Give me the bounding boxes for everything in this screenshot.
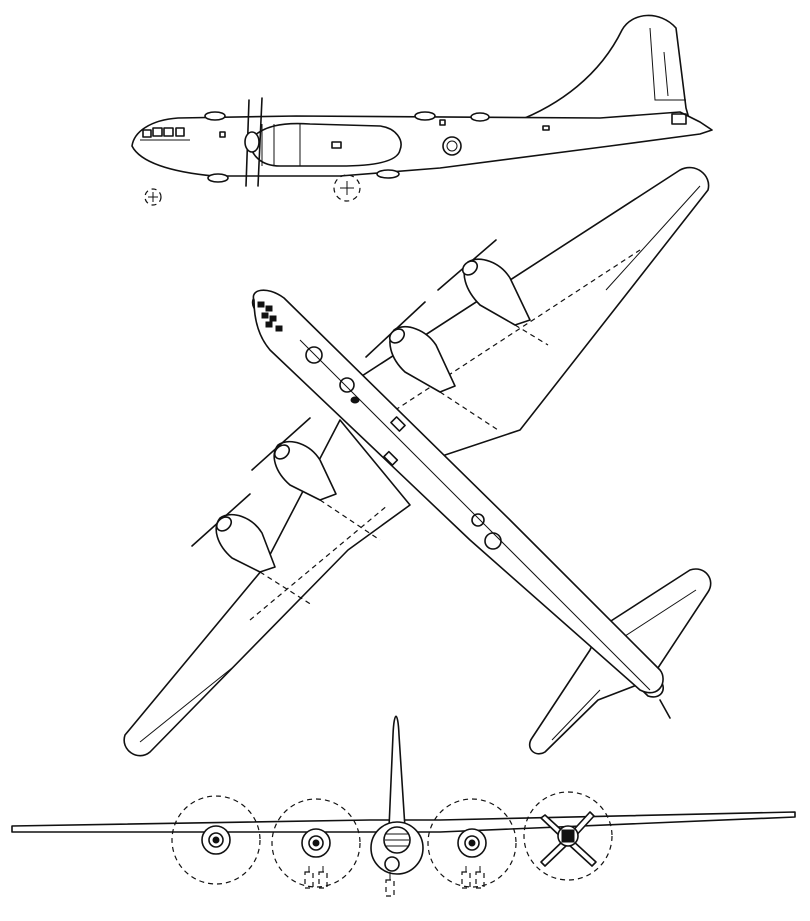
front-view-fin [388, 715, 406, 829]
top-view-left-wing [123, 419, 411, 757]
top-view-engine-2 [365, 301, 456, 393]
front-view-landing-gear [304, 866, 485, 897]
front-view-prop-disc-2 [271, 798, 361, 888]
side-view-insignia [442, 136, 462, 156]
side-view-fuselage [131, 111, 713, 177]
side-view-main-gear [333, 174, 361, 202]
top-view-engine-1 [437, 239, 531, 326]
front-view [11, 715, 796, 897]
side-view-engine-nacelle [249, 122, 402, 167]
top-view [123, 166, 712, 757]
side-view-tail-fin [514, 14, 691, 123]
top-view-cockpit [257, 301, 283, 332]
front-view-prop-disc-3 [427, 798, 517, 888]
front-view-prop-disc-4 [523, 791, 613, 881]
top-view-engine-4 [191, 493, 276, 573]
side-view [131, 14, 713, 206]
top-view-engine-3 [251, 417, 337, 501]
front-view-prop-disc-1 [171, 795, 261, 885]
side-view-nose-gear [144, 188, 162, 206]
